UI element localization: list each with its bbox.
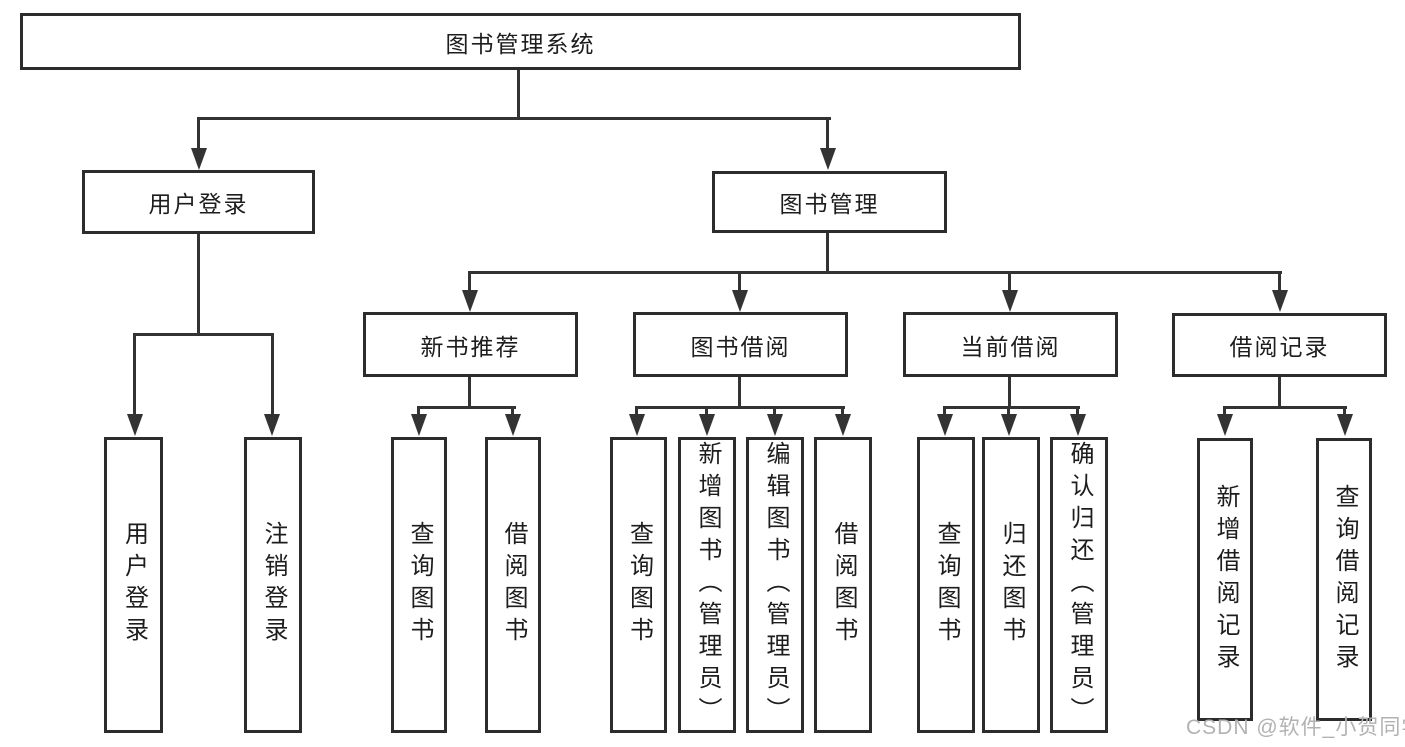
connector-leaf-shaft: [635, 408, 638, 416]
diagram-node-new-book-recommend: 新书推荐: [363, 312, 578, 377]
connector-leaf-shaft: [773, 408, 776, 416]
arrow-down-icon: [629, 414, 645, 436]
diagram-leaf-add-borrow-record: 新增借阅记录: [1197, 438, 1253, 721]
arrow-down-icon: [411, 414, 427, 436]
connector-leaf-shaft: [133, 335, 136, 416]
arrow-down-icon: [127, 414, 143, 436]
connector-currentborrow-shaft: [1008, 273, 1011, 291]
diagram-leaf-query-borrow-record: 查询借阅记录: [1316, 438, 1372, 721]
arrow-down-icon: [505, 414, 521, 436]
connector-bookborrow-branch: [635, 406, 845, 409]
arrow-down-icon: [191, 148, 207, 170]
connector-userlogin-trunk: [197, 233, 200, 335]
arrow-down-icon: [1337, 414, 1353, 436]
diagram-leaf-logout: 注销登录: [244, 437, 302, 733]
arrow-down-icon: [1217, 414, 1233, 436]
arrow-down-icon: [699, 414, 715, 436]
connector-newbook-branch: [417, 406, 516, 409]
connector-bookborrow-shaft: [738, 273, 741, 291]
connector-leaf-shaft: [511, 408, 514, 416]
connector-leaf-shaft: [1223, 408, 1226, 416]
arrow-down-icon: [767, 414, 783, 436]
arrow-down-icon: [264, 414, 280, 436]
diagram-node-book-borrow: 图书借阅: [633, 312, 848, 377]
connector-bookmgmt-branch: [468, 271, 1282, 274]
arrow-down-icon: [1070, 414, 1086, 436]
diagram-leaf-user-login: 用户登录: [104, 437, 163, 733]
connector-root-trunk: [517, 68, 520, 119]
connector-userlogin-shaft: [197, 119, 200, 150]
diagram-leaf-query-books: 查询图书: [610, 437, 667, 733]
diagram-leaf-borrow-books: 借阅图书: [814, 437, 872, 733]
connector-bookmgmt-trunk: [826, 233, 829, 273]
diagram-node-root: 图书管理系统: [20, 13, 1021, 70]
diagram-leaf-return-books: 归还图书: [982, 437, 1040, 733]
arrow-down-icon: [820, 148, 836, 170]
connector-userlogin-branch: [133, 333, 274, 336]
connector-borrowrecord-branch: [1223, 406, 1347, 409]
arrow-down-icon: [937, 414, 953, 436]
connector-leaf-shaft: [1007, 408, 1010, 416]
diagram-leaf-query-books: 查询图书: [917, 437, 975, 733]
diagram-node-borrow-record: 借阅记录: [1172, 313, 1387, 377]
connector-borrowrecord-shaft: [1278, 273, 1281, 291]
diagram-leaf-confirm-return-admin: 确认归还（管理员）: [1050, 437, 1108, 733]
connector-top-branch: [197, 117, 831, 120]
connector-leaf-shaft: [1076, 408, 1079, 416]
diagram-leaf-add-books-admin: 新增图书（管理员）: [678, 437, 736, 733]
connector-borrowrecord-trunk: [1278, 377, 1281, 408]
diagram-leaf-query-books: 查询图书: [391, 437, 447, 733]
connector-currentborrow-trunk: [1008, 377, 1011, 408]
arrow-down-icon: [1272, 290, 1288, 312]
connector-leaf-shaft: [705, 408, 708, 416]
diagram-leaf-borrow-books: 借阅图书: [485, 437, 541, 733]
connector-leaf-shaft: [943, 408, 946, 416]
connector-leaf-shaft: [1343, 408, 1346, 416]
diagram-node-current-borrow: 当前借阅: [903, 312, 1118, 377]
connector-newbook-trunk: [468, 377, 471, 408]
arrow-down-icon: [1001, 414, 1017, 436]
connector-bookmgmt-shaft: [826, 119, 829, 150]
connector-leaf-shaft: [271, 335, 274, 416]
arrow-down-icon: [835, 414, 851, 436]
diagram-node-user-login: 用户登录: [82, 170, 315, 234]
diagram-leaf-edit-books-admin: 编辑图书（管理员）: [746, 437, 804, 733]
connector-leaf-shaft: [841, 408, 844, 416]
csdn-watermark: CSDN @软件_小贺同学: [1186, 716, 1405, 739]
connector-bookborrow-trunk: [738, 377, 741, 408]
arrow-down-icon: [1002, 290, 1018, 312]
connector-leaf-shaft: [417, 408, 420, 416]
arrow-down-icon: [732, 290, 748, 312]
connector-newbook-shaft: [468, 273, 471, 291]
connector-currentborrow-branch: [943, 406, 1080, 409]
diagram-node-book-management: 图书管理: [712, 171, 947, 233]
arrow-down-icon: [462, 290, 478, 312]
